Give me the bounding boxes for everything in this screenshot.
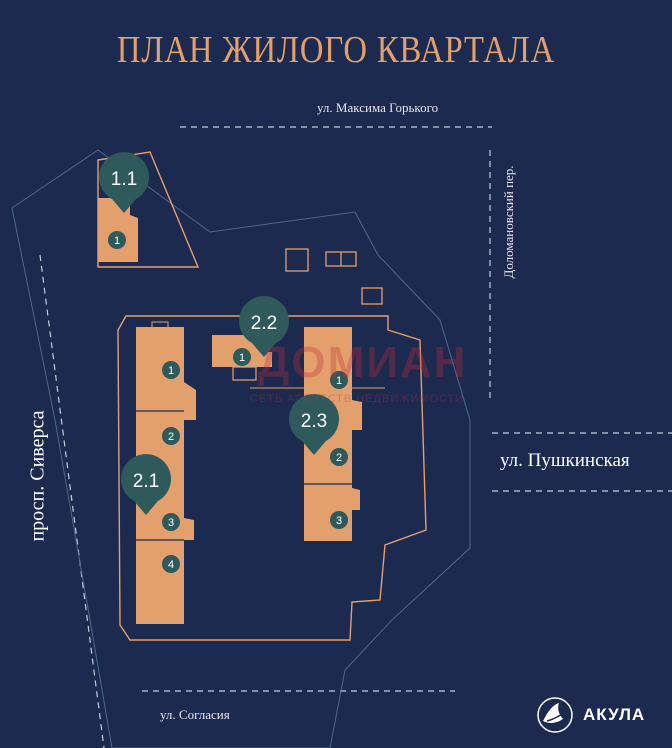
map-pin-icon <box>239 296 289 357</box>
section-marker[interactable]: 1 <box>162 361 180 379</box>
section-number: 2 <box>336 452 342 464</box>
brand: АКУЛА <box>537 695 645 735</box>
street-label-west: просп. Сиверса <box>26 410 49 542</box>
section-number: 1 <box>239 352 245 364</box>
outbuildings <box>285 248 383 305</box>
map-pin-icon <box>99 152 149 213</box>
section-number: 1 <box>114 235 120 247</box>
street-label-lane: Доломановский пер. <box>501 165 516 279</box>
section-marker[interactable]: 2 <box>162 427 180 445</box>
building-pins: 1.1 2.1 2.2 2.3 <box>99 152 339 515</box>
section-markers: 1 1 2 3 4 1 1 2 3 <box>108 231 348 573</box>
outbuilding <box>285 248 309 272</box>
building-pin-label: 2.2 <box>251 313 277 334</box>
street-lines <box>39 126 672 748</box>
watermark-logo: ДОМИАН <box>258 338 468 387</box>
building-pin[interactable]: 2.3 <box>289 394 339 455</box>
block-boundary <box>11 149 471 748</box>
section-marker[interactable]: 3 <box>162 513 180 531</box>
building-pin[interactable]: 2.2 <box>239 296 289 357</box>
building-pin-label: 2.3 <box>301 411 327 432</box>
street-line-west <box>39 254 105 748</box>
section-marker-circle <box>162 361 180 379</box>
building-1-1 <box>98 198 138 262</box>
section-number: 3 <box>336 515 342 527</box>
section-marker[interactable]: 1 <box>108 231 126 249</box>
section-number: 1 <box>336 375 342 387</box>
section-marker-circle <box>162 427 180 445</box>
podium-outline <box>117 315 427 641</box>
building-pin[interactable]: 1.1 <box>99 152 149 213</box>
section-marker-circle <box>330 371 348 389</box>
section-number: 1 <box>168 365 174 377</box>
street-label-south: ул. Согласия <box>160 707 230 722</box>
section-marker[interactable]: 3 <box>330 511 348 529</box>
section-marker[interactable]: 1 <box>233 348 251 366</box>
map-title: ПЛАН ЖИЛОГО КВАРТАЛА <box>116 29 556 71</box>
outbuilding <box>361 287 383 305</box>
section-number: 4 <box>168 559 174 571</box>
building-pin-label: 1.1 <box>111 169 137 190</box>
section-marker-circle <box>162 555 180 573</box>
map-pin-icon <box>120 454 171 515</box>
map-pin-icon <box>289 394 339 455</box>
watermark-tagline: СЕТЬ АГЕНТСТВ НЕДВИЖИМОСТИ <box>250 393 465 405</box>
building-pin-label: 2.1 <box>133 471 159 492</box>
street-label-north: ул. Максима Горького <box>317 100 439 115</box>
section-marker[interactable]: 1 <box>330 371 348 389</box>
section-marker-circle <box>233 348 251 366</box>
section-marker-circle <box>108 231 126 249</box>
section-marker[interactable]: 2 <box>330 448 348 466</box>
street-label-east: ул. Пушкинская <box>500 450 630 471</box>
building-pin[interactable]: 2.1 <box>120 454 171 515</box>
shark-logo-icon <box>537 697 573 733</box>
section-marker[interactable]: 4 <box>162 555 180 573</box>
section-marker-circle <box>162 513 180 531</box>
section-number: 3 <box>168 517 174 529</box>
section-marker-circle <box>330 511 348 529</box>
section-marker-circle <box>330 448 348 466</box>
brand-name: АКУЛА <box>583 705 646 724</box>
section-number: 2 <box>168 431 174 443</box>
